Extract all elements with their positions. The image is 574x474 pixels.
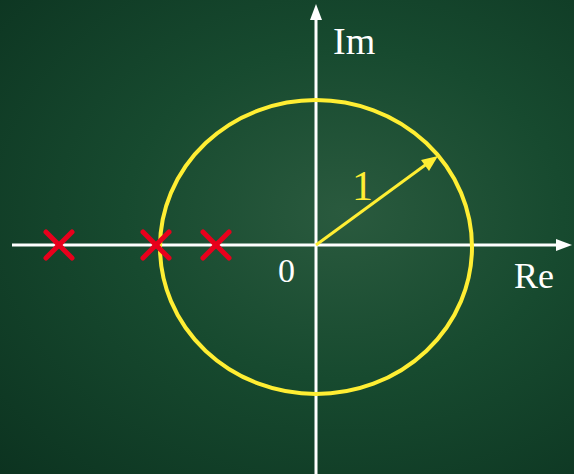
unit-circle — [160, 100, 472, 394]
axis-arrowhead — [556, 239, 572, 251]
pole-cross — [203, 232, 229, 258]
real-axis — [12, 244, 560, 247]
pole-cross — [46, 232, 72, 258]
axis-arrowhead — [310, 4, 322, 20]
axis-label: Im — [333, 22, 375, 60]
pole-markers — [46, 232, 229, 258]
radius-arrowhead — [421, 156, 438, 171]
radius-arrow — [316, 163, 428, 245]
axis-label: Re — [514, 258, 554, 294]
pole-cross — [143, 232, 169, 258]
pole-cross — [203, 232, 229, 258]
origin-label: 0 — [278, 254, 295, 288]
pole-cross — [143, 232, 169, 258]
pole-cross — [46, 232, 72, 258]
radius-label: 1 — [352, 165, 373, 207]
